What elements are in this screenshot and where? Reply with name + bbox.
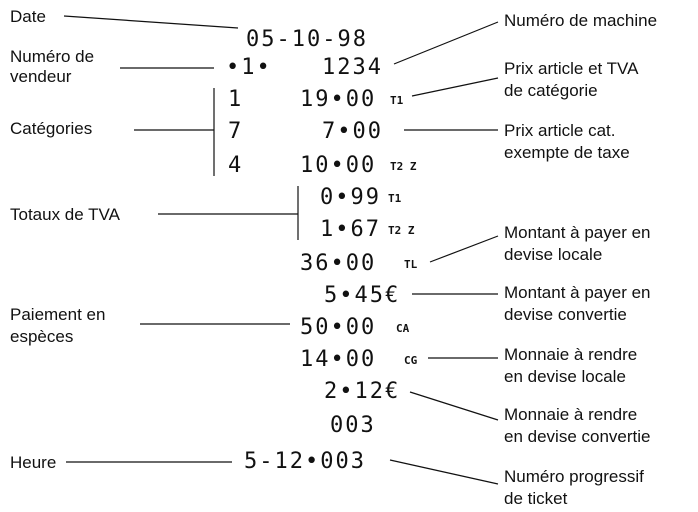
label-paiement-line1: Paiement en	[10, 305, 105, 324]
label-exempte-line1: Prix article cat.	[504, 121, 615, 140]
receipt-price-1: 19•00	[300, 87, 376, 112]
receipt-cash: 50•00	[300, 315, 376, 340]
receipt-total-local: 36•00	[300, 251, 376, 276]
leader-date	[63, 15, 239, 29]
label-categories: Catégories	[10, 119, 92, 138]
label-date: Date	[10, 7, 46, 26]
receipt-machine: 1234	[322, 55, 383, 80]
label-machine: Numéro de machine	[504, 11, 657, 30]
label-monnaie-local-line1: Monnaie à rendre	[504, 345, 637, 364]
label-monnaie-local-line2: en devise locale	[504, 367, 626, 386]
leader-progressif	[389, 459, 499, 485]
label-montant-conv-line2: devise convertie	[504, 305, 627, 324]
label-paiement-line2: espèces	[10, 327, 73, 346]
label-heure: Heure	[10, 453, 56, 472]
receipt-mark-3: T2 Z	[390, 160, 417, 173]
leader-montant-local	[429, 235, 499, 263]
receipt-date: 05-10-98	[246, 27, 368, 52]
receipt-tva-mark-2: T2 Z	[388, 224, 415, 237]
label-vendeur-line2: vendeur	[10, 67, 72, 86]
receipt-cat-3: 4	[228, 153, 243, 178]
leader-monnaie-conv	[409, 391, 499, 421]
label-prix-tva-line2: de catégorie	[504, 81, 598, 100]
label-prix-tva-line1: Prix article et TVA	[504, 59, 639, 78]
receipt-tva-2: 1•67	[320, 217, 381, 242]
receipt-mark-1: T1	[390, 94, 404, 107]
label-monnaie-conv-line1: Monnaie à rendre	[504, 405, 637, 424]
receipt-change-conv: 2•12€	[324, 379, 400, 404]
receipt-tva-1: 0•99	[320, 185, 381, 210]
receipt-cash-mark: CA	[396, 322, 410, 335]
receipt-cat-2: 7	[228, 119, 243, 144]
receipt-price-2: 7•00	[322, 119, 383, 144]
label-totaux-tva: Totaux de TVA	[10, 205, 121, 224]
label-montant-local-line2: devise locale	[504, 245, 602, 264]
receipt-machine-code: 003	[330, 413, 376, 438]
label-exempte-line2: exempte de taxe	[504, 143, 630, 162]
receipt-change-local-mark: CG	[404, 354, 418, 367]
receipt-price-3: 10•00	[300, 153, 376, 178]
receipt-tva-mark-1: T1	[388, 192, 402, 205]
receipt-change-local: 14•00	[300, 347, 376, 372]
label-monnaie-conv-line2: en devise convertie	[504, 427, 650, 446]
label-progressif-line1: Numéro progressif	[504, 467, 644, 486]
leader-prix-tva	[411, 77, 499, 97]
receipt-total-conv: 5•45€	[324, 283, 400, 308]
leader-machine	[393, 21, 499, 65]
receipt-time-ticket: 5-12•003	[244, 449, 366, 474]
label-montant-local-line1: Montant à payer en	[504, 223, 650, 242]
receipt-total-local-mark: TL	[404, 258, 418, 271]
label-montant-conv-line1: Montant à payer en	[504, 283, 650, 302]
receipt-vendeur: •1•	[226, 55, 272, 80]
receipt-cat-1: 1	[228, 87, 243, 112]
label-vendeur-line1: Numéro de	[10, 47, 94, 66]
label-progressif-line2: de ticket	[504, 489, 568, 508]
